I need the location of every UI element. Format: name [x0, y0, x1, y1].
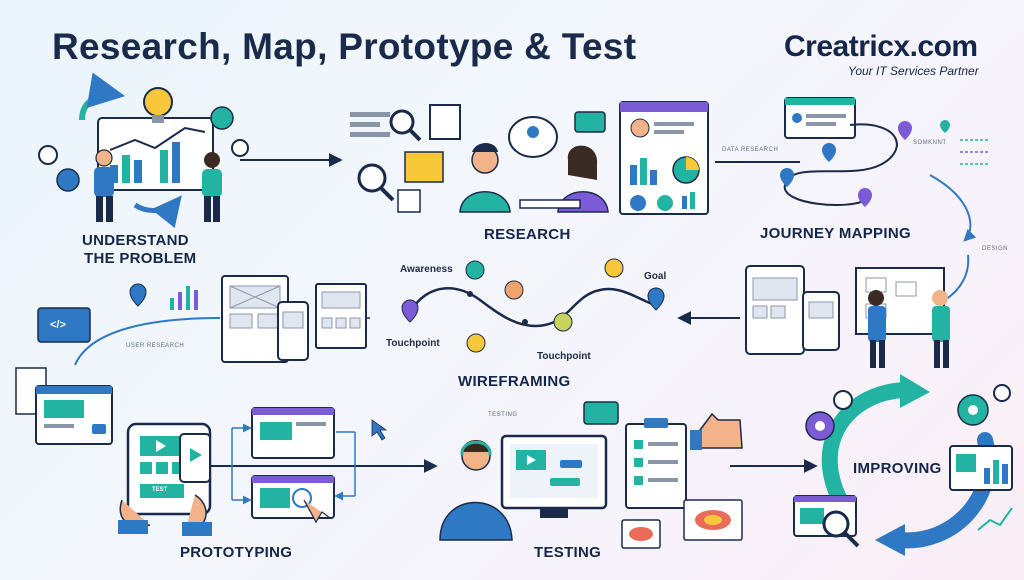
label-goal: Goal	[644, 271, 667, 282]
label-user-research: USER RESEARCH	[126, 343, 185, 349]
stage-testing: TESTING	[534, 544, 602, 561]
brand-logo: Creatricx.com	[784, 30, 978, 63]
improving-illustration	[793, 374, 1013, 556]
label-somknnt: SOMKNNT	[913, 140, 947, 146]
testing-illustration	[439, 401, 743, 549]
stage-wireframing: WIREFRAMING	[458, 373, 571, 390]
research-illustration	[350, 101, 709, 215]
stage-understand-line1: UNDERSTAND	[82, 232, 189, 249]
journey-illustration	[780, 97, 990, 207]
stage-prototyping: PROTOTYPING	[180, 544, 293, 561]
prototyping-illustration	[15, 283, 388, 536]
label-touchpoint-2: Touchpoint	[537, 351, 591, 362]
stage-understand-line2: THE PROBLEM	[84, 250, 197, 267]
stage-journey-mapping: JOURNEY MAPPING	[760, 225, 911, 242]
wireframing-illustration	[221, 258, 950, 368]
lightbulb-icon	[143, 87, 173, 117]
arrow-journey-to-design	[929, 174, 977, 242]
test-button-glyph: TEST	[152, 487, 168, 493]
arrow-design-to-board	[944, 254, 970, 301]
label-testing-small: TESTING	[488, 412, 518, 418]
gear-icon	[210, 106, 234, 130]
label-design: DESIGN	[982, 246, 1009, 252]
label-awareness: Awareness	[400, 264, 453, 275]
code-icon: </>	[50, 319, 66, 331]
arrow-wireframe-to-prototype	[74, 317, 221, 366]
thumbs-up-icon	[699, 412, 743, 449]
label-touchpoint-1: Touchpoint	[386, 338, 440, 349]
stage-research: RESEARCH	[484, 226, 571, 243]
page-title: Research, Map, Prototype & Test	[52, 26, 637, 67]
understand-illustration	[38, 72, 249, 229]
label-data-research: DATA RESEARCH	[722, 147, 779, 153]
brand-tagline: Your IT Services Partner	[848, 64, 979, 78]
stage-improving: IMPROVING	[853, 460, 942, 477]
magnifier-icon	[389, 109, 415, 135]
